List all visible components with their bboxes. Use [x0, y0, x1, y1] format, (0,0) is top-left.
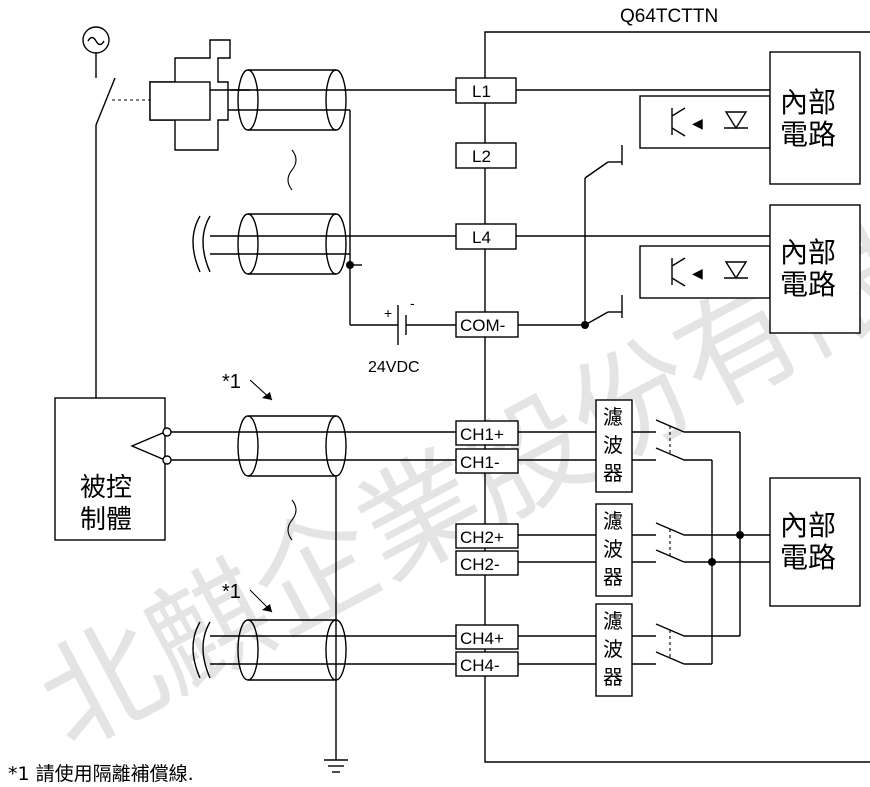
svg-text:CH1+: CH1+: [460, 425, 504, 444]
filter-3: 濾 波 器: [595, 603, 633, 697]
controlled-object: 被控 制體: [54, 397, 172, 541]
terminal-l1: L1: [455, 77, 770, 104]
cable-2: [192, 213, 456, 275]
svg-text:L1: L1: [472, 82, 491, 101]
marker-1: *1: [222, 371, 273, 401]
power-voltage: 24VDC: [368, 359, 420, 376]
svg-text:內部: 內部: [780, 509, 836, 542]
svg-text:CH4-: CH4-: [460, 656, 500, 675]
svg-text:波: 波: [603, 433, 623, 457]
svg-text:內部: 內部: [780, 86, 836, 119]
terminal-l2: L2: [455, 142, 517, 169]
ac-source: [82, 26, 150, 398]
svg-text:CH2+: CH2+: [460, 528, 504, 547]
svg-text:內部: 內部: [780, 236, 836, 269]
controlled-object-line-1: 被控: [80, 473, 132, 503]
svg-text:◀: ◀: [692, 115, 703, 131]
svg-text:◀: ◀: [692, 265, 703, 281]
svg-text:CH4+: CH4+: [460, 629, 504, 648]
svg-text:電路: 電路: [780, 118, 836, 151]
footnote: *1 請使用隔離補償線.: [8, 763, 194, 785]
svg-text:器: 器: [603, 665, 623, 689]
terminal-ch1m: CH1-: [455, 448, 596, 474]
internal-circuit-3: 內部 電路: [769, 477, 861, 607]
filter-2: 濾 波 器: [595, 503, 633, 597]
com-wiring: + - 24VDC: [346, 110, 456, 376]
svg-text:濾: 濾: [603, 509, 623, 533]
power-plus: +: [384, 305, 392, 321]
cable-1: [228, 69, 456, 131]
module-outline: Q64TCTTN: [484, 6, 870, 763]
cable-ch1: [171, 415, 456, 477]
svg-text:器: 器: [603, 461, 623, 485]
break-mark-1: [287, 149, 297, 191]
filter-1: 濾 波 器: [595, 399, 633, 493]
terminal-com: COM-: [455, 311, 585, 338]
power-minus: -: [410, 295, 415, 311]
terminal-ch1p: CH1+: [455, 420, 596, 446]
output-transistors: [581, 145, 623, 329]
marker-2: *1: [222, 581, 273, 613]
multiplexer: [632, 419, 770, 665]
svg-text:波: 波: [603, 537, 623, 561]
terminal-ch4p: CH4+: [455, 624, 596, 650]
internal-circuit-2: 內部 電路: [769, 204, 861, 334]
svg-text:L2: L2: [472, 147, 491, 166]
ground: [324, 476, 348, 773]
module-title: Q64TCTTN: [620, 6, 718, 27]
relay-symbol: [149, 39, 250, 151]
svg-text:電路: 電路: [780, 541, 836, 574]
terminal-ch4m: CH4-: [455, 651, 596, 677]
photocoupler-1: ◀: [639, 95, 771, 149]
internal-circuit-1: 內部 電路: [769, 51, 861, 185]
terminal-ch2m: CH2-: [455, 550, 596, 576]
svg-text:*1: *1: [222, 581, 241, 603]
photocoupler-2: ◀: [639, 245, 771, 299]
svg-text:L4: L4: [472, 228, 491, 247]
svg-text:CH1-: CH1-: [460, 453, 500, 472]
controlled-object-line-2: 制體: [80, 505, 132, 535]
svg-text:*1: *1: [222, 371, 241, 393]
svg-text:COM-: COM-: [460, 316, 505, 335]
svg-text:濾: 濾: [603, 609, 623, 633]
break-mark-2: [287, 499, 297, 541]
terminal-l4: L4: [455, 223, 770, 250]
svg-text:濾: 濾: [603, 405, 623, 429]
terminal-ch2p: CH2+: [455, 523, 596, 549]
svg-text:電路: 電路: [780, 268, 836, 301]
svg-text:CH2-: CH2-: [460, 555, 500, 574]
svg-text:器: 器: [603, 565, 623, 589]
svg-text:波: 波: [603, 637, 623, 661]
